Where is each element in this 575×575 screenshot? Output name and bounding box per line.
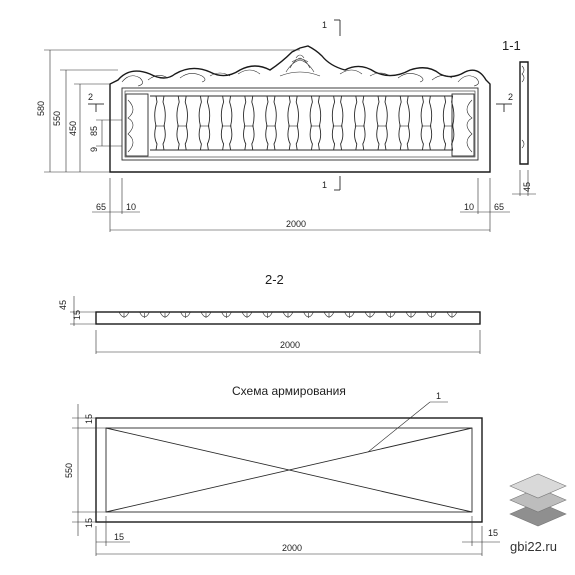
baluster bbox=[243, 95, 255, 151]
section-2-2-slab bbox=[95, 311, 481, 325]
section-mark-top: 1 bbox=[322, 20, 327, 30]
side-panel-left bbox=[125, 93, 149, 157]
section-2-2-dim-45: 45 bbox=[58, 300, 68, 310]
section-1-1-dim-45: 45 bbox=[522, 182, 532, 192]
dim-450: 450 bbox=[68, 121, 78, 136]
section-mark-2-left: 2 bbox=[88, 92, 93, 102]
baluster bbox=[376, 95, 388, 151]
dim-9: 9 bbox=[89, 147, 99, 152]
baluster bbox=[420, 95, 433, 151]
section-1-1-detail bbox=[521, 65, 525, 149]
dim-85: 85 bbox=[89, 126, 99, 136]
section-2-2-view: 2-2 45 15 2000 bbox=[58, 272, 481, 354]
baluster bbox=[154, 95, 166, 151]
panel-outline bbox=[109, 45, 491, 173]
baluster bbox=[265, 95, 277, 151]
rf-dim-550: 550 bbox=[64, 463, 74, 478]
section-2-2-dim-15: 15 bbox=[72, 310, 82, 320]
dim-10-left: 10 bbox=[126, 202, 136, 212]
section-2-2-dim-2000: 2000 bbox=[280, 340, 300, 350]
rf-dim-2000: 2000 bbox=[282, 543, 302, 553]
rf-dim-15-bottom: 15 bbox=[84, 518, 94, 528]
baluster bbox=[354, 95, 366, 151]
dim-2000-elevation: 2000 bbox=[286, 219, 306, 229]
ornament-center bbox=[279, 54, 321, 77]
ornament-right bbox=[339, 69, 479, 87]
logo-text: gbi22.ru bbox=[510, 539, 557, 554]
reinforcement-view: Схема армирования 1 15 550 15 15 15 2000 bbox=[64, 384, 500, 556]
section-1-1-view: 1-1 45 bbox=[502, 38, 536, 196]
side-ornament-left bbox=[127, 99, 134, 153]
baluster bbox=[442, 95, 455, 151]
section-2-2-title: 2-2 bbox=[265, 272, 284, 287]
section-mark-bottom: 1 bbox=[322, 180, 327, 190]
section-1-1-title: 1-1 bbox=[502, 38, 521, 53]
dim-10-right: 10 bbox=[464, 202, 474, 212]
reinforcement-inner bbox=[105, 427, 473, 513]
section-2-2-baluster-cuts bbox=[118, 311, 458, 318]
dim-65-right: 65 bbox=[494, 202, 504, 212]
baluster bbox=[287, 95, 299, 151]
baluster bbox=[331, 95, 344, 151]
reinforcement-title: Схема армирования bbox=[232, 384, 346, 398]
baluster bbox=[176, 95, 188, 151]
side-panel-right bbox=[451, 93, 475, 157]
site-logo: gbi22.ru bbox=[509, 473, 567, 554]
baluster bbox=[309, 95, 322, 151]
reinforcement-outer bbox=[95, 417, 483, 523]
dim-580: 580 bbox=[36, 101, 46, 116]
inner-frame bbox=[121, 87, 479, 161]
baluster bbox=[398, 95, 410, 151]
stacked-layers-icon bbox=[509, 473, 567, 527]
callout-label: 1 bbox=[436, 391, 441, 401]
callout-leader bbox=[367, 401, 431, 453]
balusters bbox=[154, 95, 455, 151]
baluster bbox=[220, 95, 233, 151]
ornament-left bbox=[121, 69, 261, 87]
rebar-diagonal-2 bbox=[105, 427, 473, 513]
elevation-view: 1 1 2 2 580 550 450 85 9 65 1 bbox=[36, 19, 513, 232]
dim-550: 550 bbox=[52, 111, 62, 126]
rf-dim-15-right: 15 bbox=[488, 528, 498, 538]
section-mark-2-right: 2 bbox=[508, 92, 513, 102]
rf-dim-15-left: 15 bbox=[114, 532, 124, 542]
dim-65-left: 65 bbox=[96, 202, 106, 212]
section-1-1-profile bbox=[519, 61, 529, 165]
side-ornament-right bbox=[466, 99, 473, 153]
rf-dim-15-top: 15 bbox=[84, 414, 94, 424]
baluster bbox=[198, 95, 211, 151]
inner-frame-2 bbox=[124, 90, 476, 158]
